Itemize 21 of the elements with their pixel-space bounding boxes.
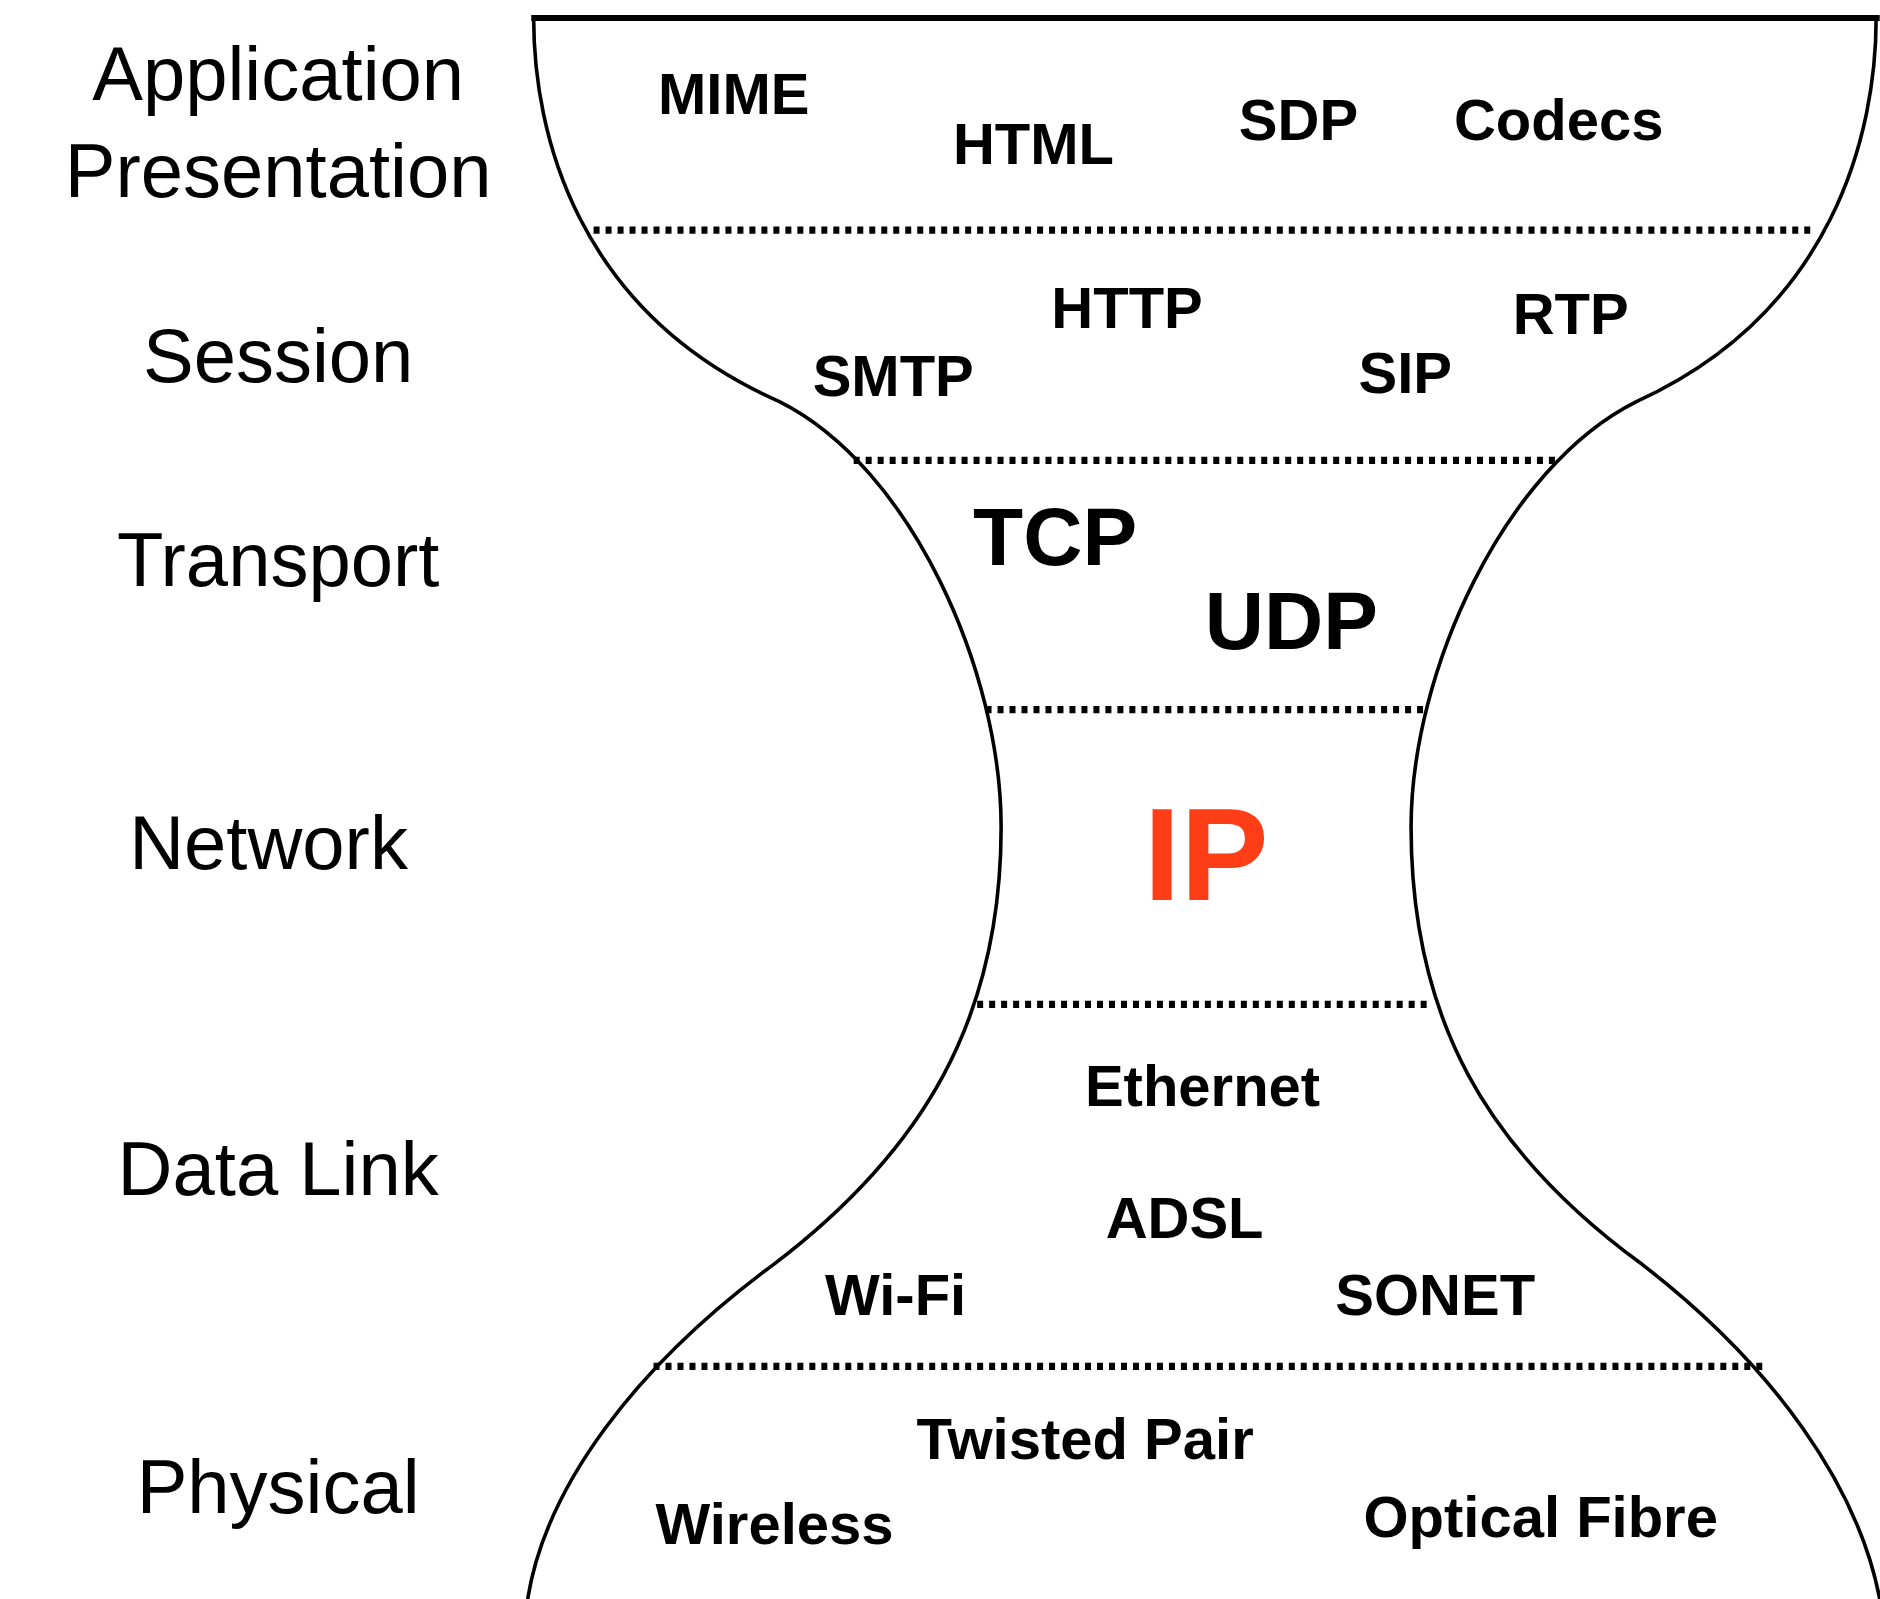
protocol-label: SIP	[1358, 343, 1452, 402]
protocol-label: Ethernet	[1084, 1057, 1321, 1116]
protocol-label: Twisted Pair	[916, 1409, 1254, 1468]
protocol-label: Wireless	[655, 1494, 894, 1553]
protocol-label: SMTP	[812, 347, 974, 406]
protocol-label: HTTP	[1051, 279, 1203, 338]
protocol-label: Wi-Fi	[825, 1265, 967, 1324]
layer-name: Data Link	[117, 1131, 439, 1207]
protocol-label: Codecs	[1453, 90, 1664, 149]
protocol-label: SONET	[1335, 1265, 1536, 1324]
protocol-label: RTP	[1512, 285, 1629, 344]
layer-name: Presentation	[64, 133, 492, 210]
protocol-label: UDP	[1204, 580, 1378, 663]
protocol-label: IP	[1143, 788, 1269, 921]
layer-name: Network	[129, 804, 408, 881]
protocol-label: TCP	[973, 496, 1138, 579]
protocol-label: MIME	[658, 64, 810, 123]
protocol-label: HTML	[953, 114, 1115, 173]
protocol-label: SDP	[1238, 90, 1359, 149]
protocol-label: ADSL	[1105, 1189, 1264, 1248]
layer-name: Session	[142, 318, 414, 395]
